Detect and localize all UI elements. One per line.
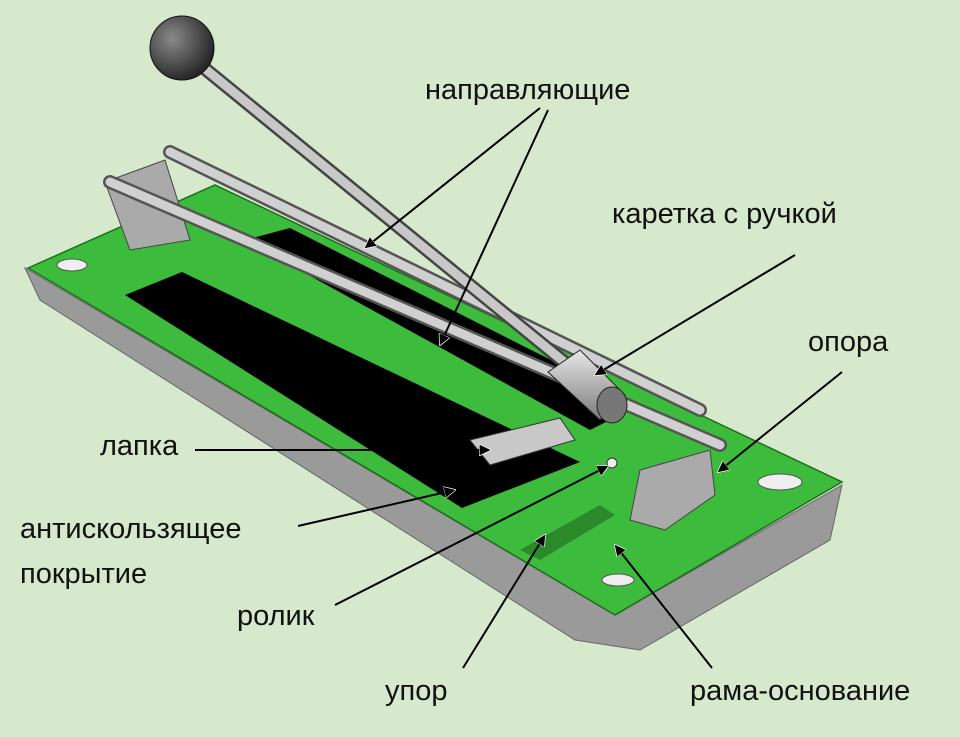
label-carriage: каретка с ручкой — [612, 198, 837, 230]
carriage-tube-end — [596, 386, 628, 424]
handle-ball — [149, 15, 215, 81]
label-antislip-2: покрытие — [20, 558, 148, 590]
roller-wheel — [606, 457, 618, 469]
mounting-hole — [601, 573, 635, 587]
label-antislip-1: антискользящее — [20, 513, 242, 545]
leader-roller — [334, 466, 608, 606]
mounting-hole — [56, 258, 88, 272]
leader-guides-1 — [365, 107, 541, 248]
leader-support — [718, 371, 843, 472]
leader-antislip — [297, 490, 455, 527]
label-guides: направляющие — [425, 74, 631, 106]
leader-carriage — [595, 254, 796, 375]
mounting-hole — [757, 473, 803, 491]
label-roller: ролик — [237, 600, 315, 632]
foot-plate — [469, 417, 576, 466]
label-base-frame: рама-основание — [690, 675, 911, 707]
leader-base — [615, 545, 713, 669]
label-foot: лапка — [100, 430, 179, 462]
label-stop: упор — [385, 675, 448, 707]
leader-stop — [462, 535, 545, 669]
label-support: опора — [808, 326, 889, 358]
leader-guides-2 — [440, 109, 549, 345]
support-right — [629, 449, 716, 531]
